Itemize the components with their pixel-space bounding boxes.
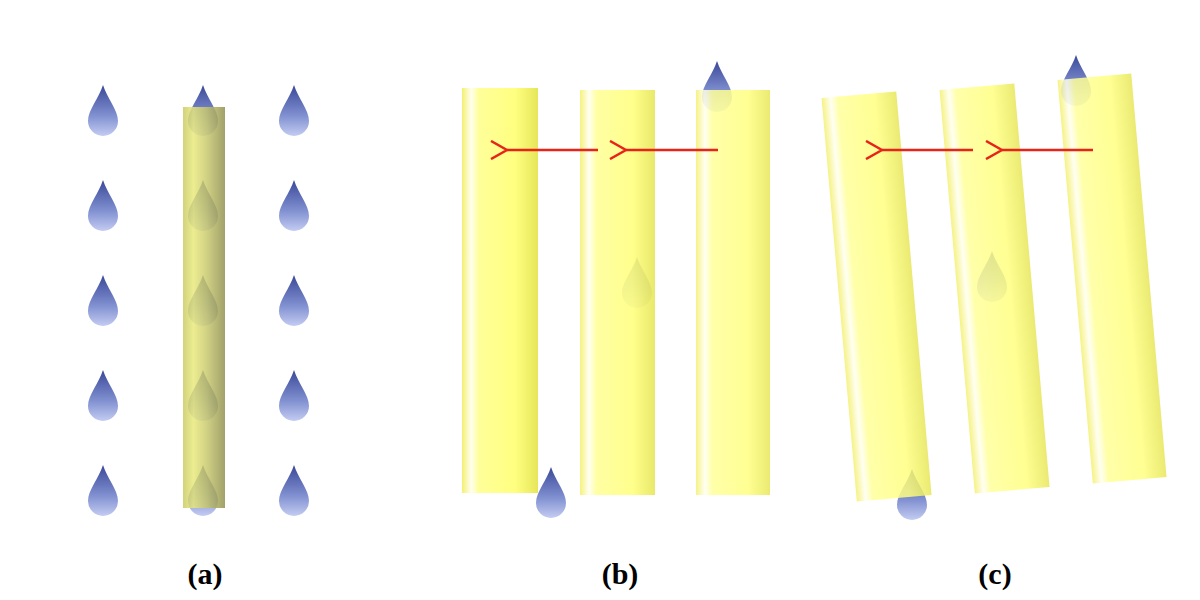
panel-b — [462, 61, 770, 518]
panel-a — [88, 85, 309, 516]
fiber-rod — [1058, 74, 1167, 484]
motion-arrow — [1002, 149, 1093, 152]
panel-c — [822, 55, 1167, 520]
motion-arrow — [882, 149, 973, 152]
panel-label: (c) — [978, 557, 1011, 590]
motion-arrow — [626, 149, 718, 152]
panel-label: (b) — [602, 557, 639, 590]
fiber-rod — [183, 107, 225, 508]
motion-arrow — [507, 149, 598, 152]
panel-label: (a) — [188, 557, 223, 590]
fiber-rod — [822, 91, 932, 501]
fiber-rod — [940, 83, 1050, 493]
